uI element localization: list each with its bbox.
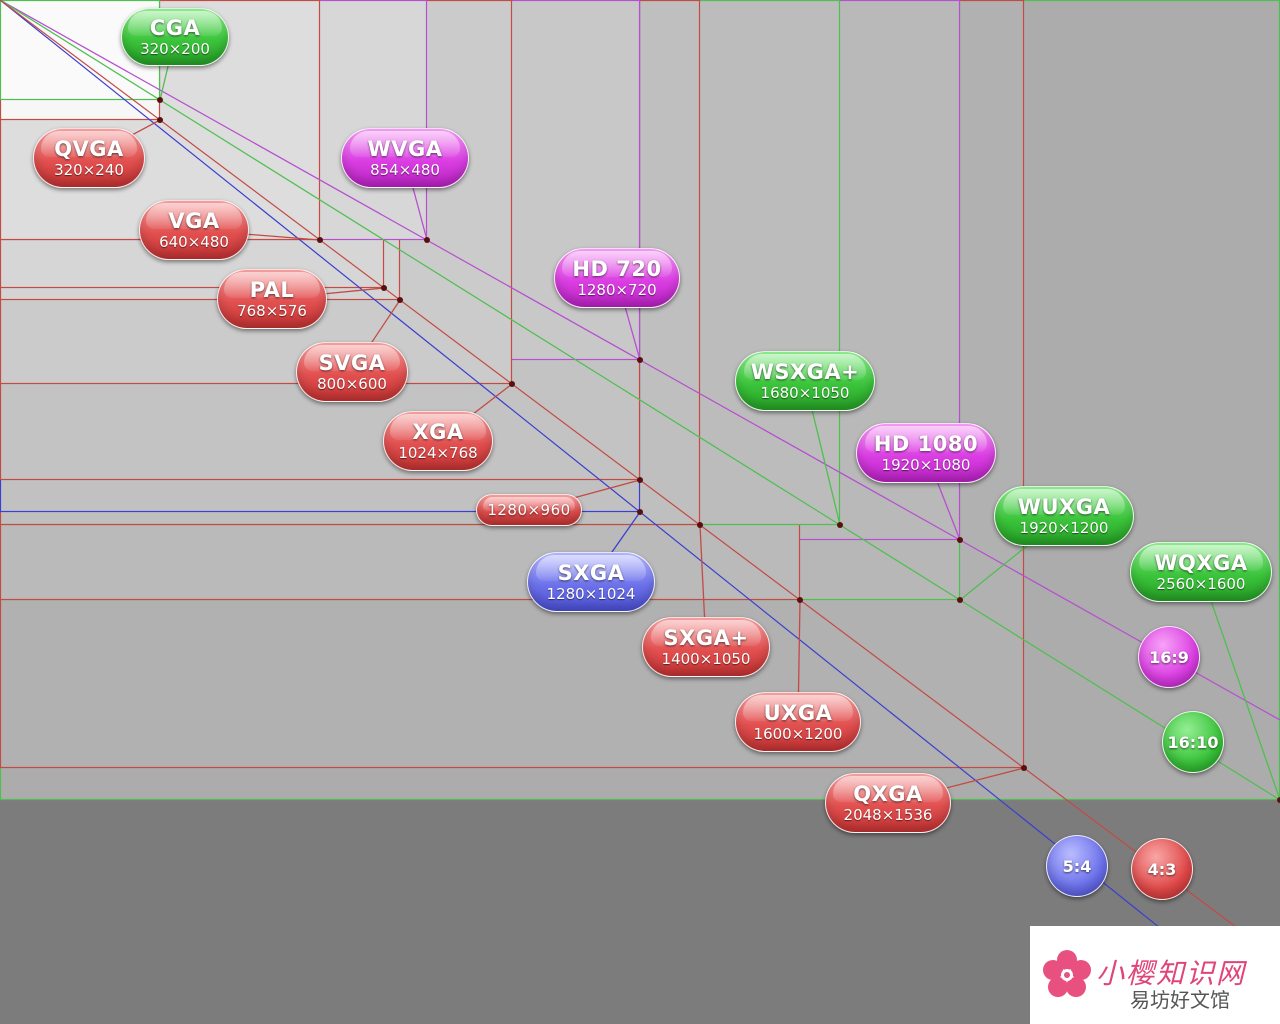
label-name-qxga: QXGA bbox=[853, 782, 923, 806]
label-sxgap: SXGA+1400×1050 bbox=[642, 617, 770, 677]
label-name-qvga: QVGA bbox=[54, 137, 124, 161]
label-resolution-wsxgap: 1680×1050 bbox=[760, 384, 850, 402]
label-resolution-xga: 1024×768 bbox=[398, 444, 478, 462]
label-name-pal: PAL bbox=[249, 278, 295, 302]
corner-dot-qxga bbox=[1021, 765, 1027, 771]
label-resolution-sxgap: 1400×1050 bbox=[661, 650, 751, 668]
label-resolution-cga: 320×200 bbox=[140, 40, 210, 58]
label-name-hd1080: HD 1080 bbox=[873, 432, 979, 456]
corner-dot-wqxga bbox=[1277, 797, 1280, 803]
corner-dot-wuxga bbox=[957, 597, 963, 603]
watermark: 小樱知识网 易坊好文馆 bbox=[1030, 926, 1280, 1024]
ratio-badge-16-10: 16:10 bbox=[1162, 711, 1224, 773]
label-name-xga: XGA bbox=[412, 420, 464, 444]
label-name-wsxgap: WSXGA+ bbox=[750, 360, 860, 384]
label-name-vga: VGA bbox=[168, 209, 220, 233]
label-name-wvga: WVGA bbox=[367, 137, 443, 161]
label-x960: 1280×960 bbox=[476, 494, 582, 526]
label-resolution-vga: 640×480 bbox=[159, 233, 229, 251]
corner-dot-cga bbox=[157, 97, 163, 103]
ratio-badge-16-9: 16:9 bbox=[1138, 626, 1200, 688]
label-name-hd720: HD 720 bbox=[572, 257, 662, 281]
corner-dot-sxgap bbox=[697, 522, 703, 528]
label-resolution-wqxga: 2560×1600 bbox=[1156, 575, 1246, 593]
cherry-blossom-icon bbox=[1043, 950, 1091, 997]
corner-dot-sxga bbox=[637, 509, 643, 515]
label-resolution-hd1080: 1920×1080 bbox=[881, 456, 971, 474]
label-name-sxgap: SXGA+ bbox=[663, 626, 749, 650]
label-resolution-x960: 1280×960 bbox=[487, 501, 571, 519]
label-resolution-pal: 768×576 bbox=[237, 302, 307, 320]
corner-dot-svga bbox=[397, 297, 403, 303]
corner-dot-uxga bbox=[797, 597, 803, 603]
corner-dot-hd1080 bbox=[957, 537, 963, 543]
corner-dot-wvga bbox=[424, 237, 430, 243]
label-name-sxga: SXGA bbox=[557, 561, 625, 585]
label-resolution-wvga: 854×480 bbox=[370, 161, 440, 179]
watermark-subtitle: 易坊好文馆 bbox=[1130, 988, 1230, 1012]
ratio-badge-4-3: 4:3 bbox=[1131, 838, 1193, 900]
label-resolution-hd720: 1280×720 bbox=[577, 281, 657, 299]
corner-dot-qvga bbox=[157, 117, 163, 123]
label-name-uxga: UXGA bbox=[763, 701, 833, 725]
label-name-wqxga: WQXGA bbox=[1154, 551, 1248, 575]
label-resolution-sxga: 1280×1024 bbox=[546, 585, 636, 603]
corner-dot-xga bbox=[509, 381, 515, 387]
label-wsxgap: WSXGA+1680×1050 bbox=[735, 351, 875, 411]
label-name-cga: CGA bbox=[149, 16, 201, 40]
corner-dot-pal bbox=[381, 285, 387, 291]
label-resolution-svga: 800×600 bbox=[317, 375, 387, 393]
corner-dot-vga bbox=[317, 237, 323, 243]
connector-wqxga bbox=[1200, 571, 1280, 801]
corner-dot-hd720 bbox=[637, 357, 643, 363]
label-resolution-uxga: 1600×1200 bbox=[753, 725, 843, 743]
watermark-title: 小樱知识网 bbox=[1096, 957, 1247, 990]
label-name-wuxga: WUXGA bbox=[1017, 495, 1111, 519]
ratio-badge-5-4: 5:4 bbox=[1046, 835, 1108, 897]
corner-dot-wsxgap bbox=[837, 522, 843, 528]
label-resolution-wuxga: 1920×1200 bbox=[1019, 519, 1109, 537]
ratio-line-16-10 bbox=[0, 0, 1280, 801]
label-resolution-qvga: 320×240 bbox=[54, 161, 124, 179]
corner-dot-x960 bbox=[637, 477, 643, 483]
label-name-svga: SVGA bbox=[318, 351, 386, 375]
label-resolution-qxga: 2048×1536 bbox=[843, 806, 933, 824]
